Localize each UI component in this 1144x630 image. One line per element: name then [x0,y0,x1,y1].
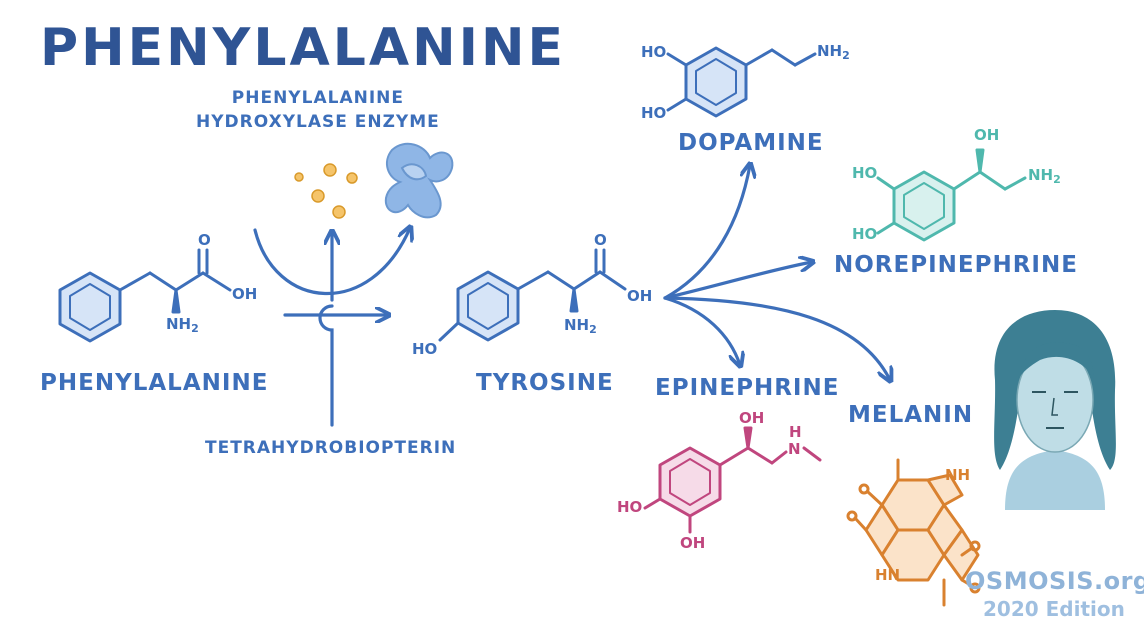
epinephrine-structure [643,426,822,534]
page-title: PHENYLALANINE [40,18,566,78]
epinephrine-name: EPINEPHRINE [655,375,840,401]
osmosis-logo: OSMOSIS.org [965,567,1144,595]
norepinephrine-nh2: NH2 [1028,166,1061,186]
dopamine-name: DOPAMINE [678,130,824,156]
tyrosine-nh2: NH2 [564,316,597,336]
norepinephrine-ho-bottom: HO [852,225,878,243]
enzyme-illustration [384,142,454,219]
cofactor-label: TETRAHYDROBIOPTERIN [205,438,457,458]
phenylalanine-name: PHENYLALANINE [40,370,269,396]
epinephrine-n: N [788,440,801,458]
arrow-to-epinephrine [663,296,740,365]
melanin-nh-top: NH [945,466,971,484]
tyrosine-structure [438,248,627,342]
enzyme-label-line2: HYDROXYLASE ENZYME [196,112,440,132]
dopamine-nh2: NH2 [817,42,850,62]
dopamine-ho-top: HO [641,43,667,61]
tyrosine-ho: HO [412,340,438,358]
melanin-hn-bottom: HN [875,566,901,584]
arrow-to-dopamine [663,165,750,300]
cofactor-line [318,304,334,427]
edition-label: 2020 Edition [983,597,1125,621]
phenylalanine-structure [58,248,232,343]
face-illustration [994,310,1116,510]
phenylalanine-nh2: NH2 [166,315,199,335]
epinephrine-oh: OH [739,409,765,427]
norepinephrine-ho-top: HO [852,164,878,182]
dopamine-ho-bottom: HO [641,104,667,122]
phenylalanine-nh2-subscript: 2 [191,322,199,335]
enzyme-curve [253,228,410,296]
epinephrine-h: H [789,423,802,441]
dopamine-structure [666,46,817,118]
phenylalanine-o: O [198,231,211,249]
phenylalanine-nh2-text: NH [166,315,192,333]
tyrosine-nh2-text: NH [564,316,590,334]
enzyme-label: PHENYLALANINE HYDROXYLASE ENZYME [196,86,440,134]
norepinephrine-oh: OH [974,126,1000,144]
norepinephrine-name: NOREPINEPHRINE [834,252,1078,278]
tyrosine-name: TYROSINE [476,370,614,396]
norepinephrine-nh2-text: NH [1028,166,1054,184]
tyrosine-o: O [594,231,607,249]
norepinephrine-nh2-subscript: 2 [1053,173,1061,186]
byproduct-dots [294,163,358,219]
reaction-arrows [253,165,890,427]
arrow-to-norepinephrine [663,262,812,300]
dopamine-nh2-subscript: 2 [842,49,850,62]
arrow-to-melanin [663,296,890,380]
enzyme-label-line1: PHENYLALANINE [231,88,404,108]
melanin-structure [846,458,981,607]
tyrosine-nh2-subscript: 2 [589,323,597,336]
tyrosine-oh: OH [627,287,653,305]
norepinephrine-structure [876,148,1027,242]
melanin-name: MELANIN [848,402,974,428]
epinephrine-ho: HO [617,498,643,516]
epinephrine-oh-bottom: OH [680,534,706,552]
phenylalanine-oh: OH [232,285,258,303]
dopamine-nh2-text: NH [817,42,843,60]
